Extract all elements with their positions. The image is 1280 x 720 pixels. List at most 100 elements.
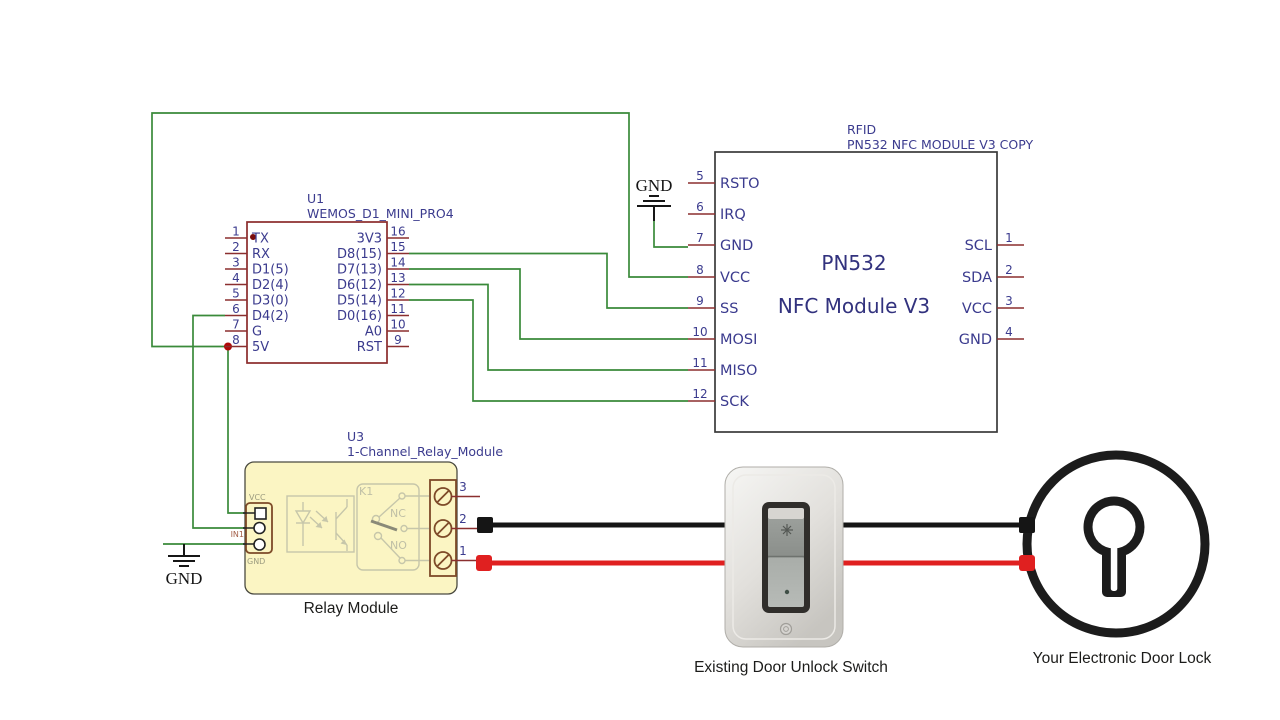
opto-transistor-collector [335,506,348,520]
relay-link [378,497,401,518]
pin-label: IRQ [720,207,746,223]
nfc-title-line2: NFC Module V3 [778,294,930,318]
nfc-ref: RFID [847,122,876,137]
wire-d8-to-ss [409,252,688,309]
pin-label: SDA [962,270,992,286]
relay-nc-label: NC [390,507,406,520]
switch-rocker-top-strip [768,508,804,519]
door-switch [724,466,844,648]
pin-label: GND [720,238,753,254]
relay-k1-label: K1 [359,485,373,498]
relay-terminal-block: 3 2 1 [429,479,480,577]
door-lock-caption: Your Electronic Door Lock [1033,650,1212,667]
wire-connector-red [476,555,492,571]
pin-label: A0 [365,325,382,340]
optocoupler-symbol [286,495,355,553]
pin-number: 12 [390,287,405,301]
wemos-part: WEMOS_D1_MINI_PRO4 [307,206,454,221]
signal-wires [151,112,688,545]
pin-number: 4 [232,271,240,285]
terminal-number: 3 [459,480,467,494]
pin-label: VCC [962,301,992,317]
relay-gnd-label: GND [247,557,265,566]
relay-vcc-pin [254,507,267,520]
nfc-title-line1: PN532 [821,251,886,275]
switch-rocker-lower [768,557,804,607]
nfc-part: PN532 NFC MODULE V3 COPY [847,137,1034,152]
door-lock [1019,450,1210,638]
ground-label: GND [166,569,203,588]
pin-number: 3 [232,256,240,270]
pin-number: 14 [390,256,405,270]
opto-arrow-head [321,516,328,522]
wemos-ref: U1 [307,191,324,206]
pin-label: D8(15) [337,247,382,262]
switch-snowflake-icon [781,524,793,536]
relay-ref: U3 [347,429,364,444]
pin-label: D5(14) [337,294,382,309]
pin-label: D7(13) [337,263,382,278]
pin-label: D6(12) [337,278,382,293]
pin-number: 7 [232,318,240,332]
wire-d6-to-miso [409,283,688,371]
pin-label: D0(16) [337,309,382,324]
terminal-number: 1 [459,544,467,558]
wire-connector-red [1019,555,1035,571]
pin-label: RX [252,247,270,262]
pin-label: SCL [965,238,992,254]
relay-caption: Relay Module [304,600,399,617]
wire-connector-black [477,517,493,533]
wemos-body [246,221,388,364]
nfc-body [714,151,998,433]
door-switch-caption: Existing Door Unlock Switch [694,659,888,676]
pin-number: 10 [692,325,707,339]
wire-d7-to-mosi [409,268,688,340]
ground-symbol-bottom: GND [166,544,203,588]
keyhole-circle-inner [1092,505,1136,549]
pin-number: 9 [696,294,704,308]
pin1-marker-dot [250,234,256,240]
pin-label: RST [357,340,382,355]
wire-d4-to-relay-in1 [192,314,253,529]
pin-number: 6 [696,200,704,214]
wire-5v-to-nfc-vcc [151,112,688,348]
pin-number: 3 [1005,294,1013,308]
pin-label: SCK [720,394,749,410]
pin-number: 13 [390,271,405,285]
pin-number: 6 [232,302,240,316]
pin-number: 1 [232,225,240,239]
pin-number: 9 [394,333,402,347]
screw-slot [436,522,450,535]
opto-outline [286,495,355,553]
opto-emitter-arrow [340,539,347,545]
pin-label: G [252,325,262,340]
relay-part: 1-Channel_Relay_Module [347,444,503,459]
pin-label: D3(0) [252,294,289,309]
pin-number: 5 [696,169,704,183]
ground-symbol-top: GND [636,176,673,221]
relay-in1-pin [253,521,266,535]
pin-number: 4 [1005,325,1013,339]
pin-label: MISO [720,363,757,379]
screw-slot [436,490,450,503]
relay-component: U3 1-Channel_Relay_Module VCC IN1 GND [231,429,504,617]
pin-label: TX [251,232,269,247]
relay-gnd-pin [253,538,266,551]
wire-connector-black [1019,517,1035,533]
pin-number: 11 [692,356,707,370]
pin-number: 16 [390,225,405,239]
switch-plate-inner-ring [732,474,836,640]
relay-no-label: NO [390,539,407,552]
pin-label: VCC [720,270,750,286]
switch-screw [779,622,793,636]
ground-label: GND [636,176,673,195]
pin-number: 11 [390,302,405,316]
relay-pole [373,531,383,541]
opto-led-triangle [294,510,312,525]
opto-arrow-head [315,522,322,528]
relay-armature [370,519,398,532]
pin-label: RSTO [720,176,760,192]
